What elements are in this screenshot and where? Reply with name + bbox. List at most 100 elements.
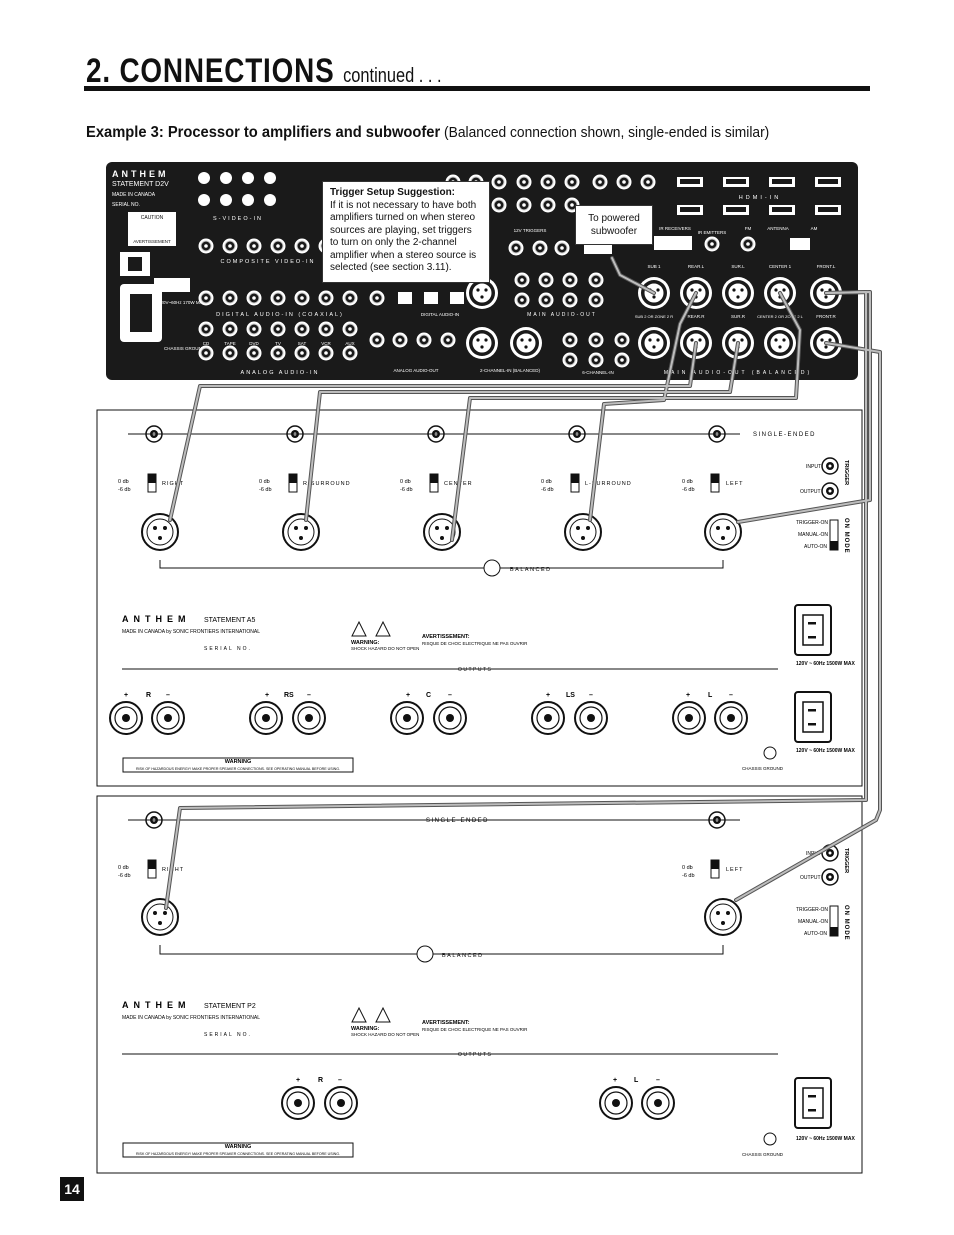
processor-serial: SERIAL NO.	[112, 202, 140, 208]
svg-text:SERIAL NO.: SERIAL NO.	[204, 646, 252, 652]
svg-text:-6 db: -6 db	[259, 487, 272, 493]
svg-text:-6 db: -6 db	[682, 873, 695, 879]
svg-text:120V ~ 60Hz 1500W MAX: 120V ~ 60Hz 1500W MAX	[796, 1136, 855, 1142]
svg-text:SHOCK HAZARD DO NOT OPEN: SHOCK HAZARD DO NOT OPEN	[351, 1032, 419, 1037]
svg-text:RIGHT: RIGHT	[162, 481, 184, 487]
six-ch-in-label: 6-CHANNEL-IN	[582, 370, 614, 375]
svg-text:REAR.R: REAR.R	[687, 314, 705, 319]
svg-text:CHASSIS GROUND: CHASSIS GROUND	[742, 766, 784, 771]
svg-text:L: L	[634, 1077, 639, 1084]
trigger-setup-title: Trigger Setup Suggestion:	[330, 187, 482, 200]
svg-text:L: L	[708, 692, 713, 699]
svg-text:–: –	[729, 692, 733, 699]
svg-text:REAR.L: REAR.L	[688, 264, 705, 269]
svg-text:SHOCK HAZARD DO NOT OPEN: SHOCK HAZARD DO NOT OPEN	[351, 646, 419, 651]
svg-text:CD: CD	[203, 341, 210, 346]
svg-text:TRIGGER-ON: TRIGGER-ON	[796, 520, 828, 526]
svg-text:SUB 2 OR ZONE 2 R: SUB 2 OR ZONE 2 R	[635, 314, 673, 319]
svg-text:OUTPUT: OUTPUT	[800, 489, 821, 495]
svg-text:AUX: AUX	[345, 341, 354, 346]
svg-text:+: +	[296, 1077, 300, 1084]
caution-label: CAUTION	[141, 215, 164, 221]
svg-text:ANTHEM: ANTHEM	[122, 614, 191, 624]
svg-text:-6 db: -6 db	[118, 873, 131, 879]
digital-coax-label: DIGITAL AUDIO-IN (COAXIAL)	[216, 312, 344, 318]
main-audio-out-label: MAIN AUDIO-OUT	[527, 312, 597, 318]
svg-text:RISK OF HAZARDOUS ENERGY! MAKE: RISK OF HAZARDOUS ENERGY! MAKE PROPER SP…	[136, 767, 340, 771]
svg-text:VCR: VCR	[321, 341, 331, 346]
svg-text:ON MODE: ON MODE	[843, 518, 849, 554]
svg-text:120V ~ 60Hz 1500W MAX: 120V ~ 60Hz 1500W MAX	[796, 661, 855, 667]
svg-text:TRIGGER-ON: TRIGGER-ON	[796, 907, 828, 913]
s-video-in-label: S-VIDEO-IN	[213, 216, 263, 222]
processor-model: STATEMENT D2V	[112, 181, 169, 188]
svg-text:+: +	[546, 692, 550, 699]
amp5-single-ended-label: SINGLE-ENDED	[753, 432, 816, 438]
processor-power-rating: 120V~60Hz 170W MAX	[158, 300, 206, 305]
svg-text:0 db: 0 db	[118, 865, 129, 871]
analog-audio-in-label: ANALOG AUDIO-IN	[241, 370, 320, 376]
svg-text:LEFT: LEFT	[726, 481, 743, 487]
svg-text:R: R	[318, 1077, 323, 1084]
subwoofer-note: To powered subwoofer	[588, 213, 640, 237]
trigger-setup-callout: Trigger Setup Suggestion: If it is not n…	[322, 181, 490, 283]
svg-text:DVD: DVD	[249, 341, 259, 346]
amp-5ch-panel: SINGLE-ENDED 0 db -6 db RIGHT 0 db -6 db R…	[97, 410, 862, 786]
svg-text:ON MODE: ON MODE	[843, 905, 849, 941]
svg-text:AVERTISSEMENT:: AVERTISSEMENT:	[422, 1020, 470, 1026]
fm-label: FM	[745, 226, 752, 231]
ir-receivers-label: IR RECEIVERS	[659, 226, 691, 231]
trigger-setup-body: If it is not necessary to have both ampl…	[330, 200, 476, 274]
svg-text:0 db: 0 db	[682, 479, 693, 485]
svg-text:-6 db: -6 db	[541, 487, 554, 493]
svg-text:FRONT.L: FRONT.L	[817, 264, 836, 269]
svg-text:RISQUE DE CHOC ELECTRIQUE NE P: RISQUE DE CHOC ELECTRIQUE NE PAS OUVRIR	[422, 641, 528, 646]
svg-text:SUR.L: SUR.L	[731, 264, 745, 269]
amp5-model: STATEMENT A5	[204, 617, 255, 624]
svg-text:0 db: 0 db	[259, 479, 270, 485]
avertissement-label: AVERTISSEMENT	[133, 239, 171, 244]
svg-text:TRIGGER: TRIGGER	[843, 460, 849, 485]
triggers-label: 12V TRIGGERS	[514, 228, 547, 233]
svg-text:0 db: 0 db	[118, 479, 129, 485]
antenna-label: ANTENNA	[767, 226, 789, 231]
processor-brand: ANTHEM	[112, 169, 169, 179]
svg-text:SAT: SAT	[298, 341, 307, 346]
svg-text:AUTO-ON: AUTO-ON	[804, 931, 827, 937]
svg-text:RS: RS	[284, 692, 294, 699]
svg-text:OUTPUTS: OUTPUTS	[458, 1052, 492, 1058]
svg-text:–: –	[338, 1077, 342, 1084]
svg-text:+: +	[613, 1077, 617, 1084]
svg-text:WARNING: WARNING	[225, 759, 252, 765]
digital-audio-in-label: DIGITAL AUDIO-IN	[421, 312, 459, 317]
svg-text:RISK OF HAZARDOUS ENERGY! MAKE: RISK OF HAZARDOUS ENERGY! MAKE PROPER SP…	[136, 1152, 340, 1156]
svg-text:INPUT: INPUT	[806, 464, 821, 470]
svg-text:MANUAL-ON: MANUAL-ON	[798, 532, 828, 538]
svg-text:CHASSIS GROUND: CHASSIS GROUND	[742, 1152, 784, 1157]
svg-text:0 db: 0 db	[682, 865, 693, 871]
svg-text:MANUAL-ON: MANUAL-ON	[798, 919, 828, 925]
svg-text:–: –	[166, 692, 170, 699]
svg-text:R: R	[146, 692, 151, 699]
svg-text:MADE IN CANADA by SONIC FRONTI: MADE IN CANADA by SONIC FRONTIERS INTERN…	[122, 629, 260, 635]
svg-text:SERIAL NO.: SERIAL NO.	[204, 1032, 252, 1038]
svg-text:LS: LS	[566, 692, 575, 699]
svg-text:0 db: 0 db	[541, 479, 552, 485]
svg-text:TV: TV	[275, 341, 281, 346]
analog-audio-out-label: ANALOG AUDIO-OUT	[393, 368, 438, 373]
svg-text:BALANCED: BALANCED	[442, 953, 484, 959]
subwoofer-callout: To powered subwoofer	[575, 205, 653, 245]
svg-text:WARNING: WARNING	[225, 1144, 252, 1150]
svg-text:SUR.R: SUR.R	[731, 314, 746, 319]
svg-text:0 db: 0 db	[400, 479, 411, 485]
am-label: AM	[811, 226, 818, 231]
svg-text:CENTER 1: CENTER 1	[769, 264, 792, 269]
svg-text:L-SURROUND: L-SURROUND	[585, 481, 632, 487]
svg-text:+: +	[265, 692, 269, 699]
svg-text:-6 db: -6 db	[682, 487, 695, 493]
svg-text:+: +	[124, 692, 128, 699]
svg-text:LEFT: LEFT	[726, 867, 743, 873]
svg-text:OUTPUT: OUTPUT	[800, 875, 821, 881]
svg-text:-6 db: -6 db	[400, 487, 413, 493]
ir-emitters-label: IR EMITTERS	[698, 230, 727, 235]
